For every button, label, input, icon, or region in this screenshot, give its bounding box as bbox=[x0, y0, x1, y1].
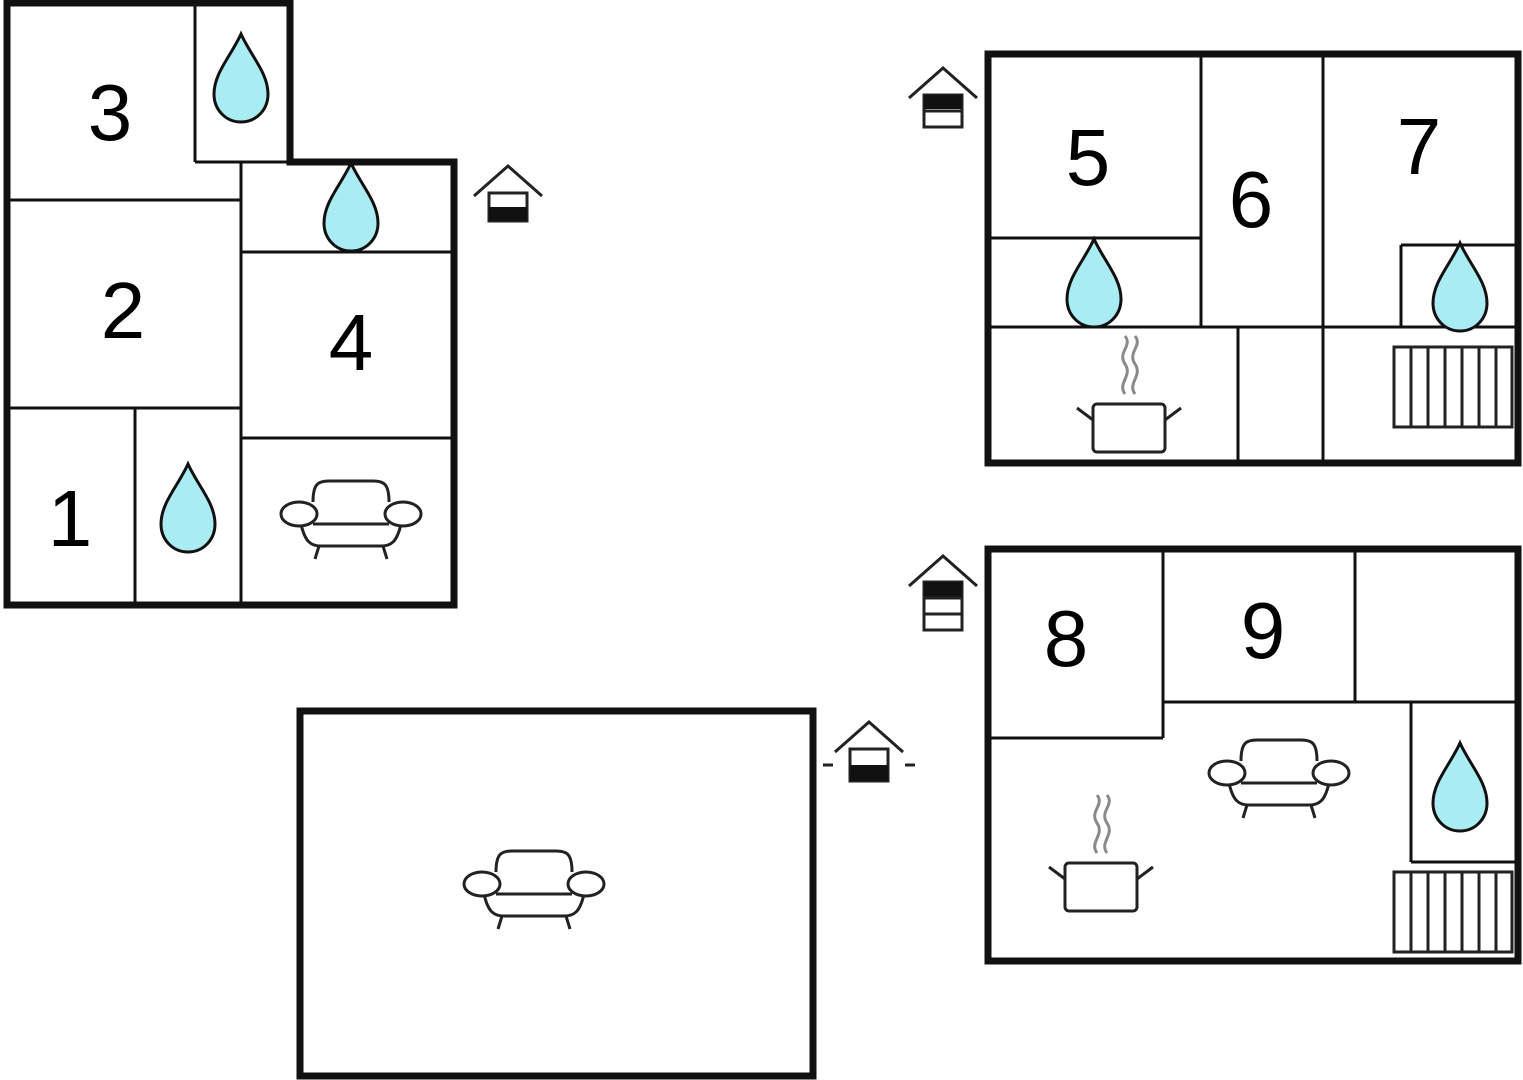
room-number-4: 4 bbox=[329, 298, 374, 387]
sofa-icon bbox=[279, 479, 423, 561]
room-number-5: 5 bbox=[1066, 113, 1111, 202]
water-drop-icon bbox=[212, 32, 270, 124]
stairs-icon bbox=[1392, 345, 1514, 429]
water-drop-icon bbox=[322, 161, 380, 253]
house-floor-level-icon bbox=[473, 163, 543, 223]
sofa-icon bbox=[1207, 738, 1351, 820]
room-number-9: 9 bbox=[1241, 586, 1286, 675]
room-number-2: 2 bbox=[101, 266, 146, 355]
water-drop-icon bbox=[1431, 741, 1489, 833]
room-number-7: 7 bbox=[1397, 102, 1442, 191]
ground-floor-plan: 3 2 4 1 bbox=[3, 0, 458, 609]
house-floor-level-icon bbox=[908, 553, 978, 632]
first-floor-plan: 5 6 7 bbox=[984, 50, 1522, 467]
cooking-pot-icon bbox=[1075, 334, 1183, 454]
water-drop-icon bbox=[1431, 241, 1489, 333]
room-number-6: 6 bbox=[1229, 155, 1274, 244]
second-floor-plan: 8 9 bbox=[984, 545, 1522, 965]
room-number-1: 1 bbox=[48, 474, 93, 563]
water-drop-icon bbox=[1065, 237, 1123, 329]
cooking-pot-icon bbox=[1047, 793, 1155, 913]
house-floor-level-icon bbox=[908, 65, 978, 129]
basement-plan bbox=[296, 707, 817, 1080]
house-floor-level-icon bbox=[823, 719, 915, 783]
stairs-icon bbox=[1392, 870, 1514, 954]
water-drop-icon bbox=[159, 462, 217, 554]
sofa-icon bbox=[462, 849, 606, 931]
room-number-8: 8 bbox=[1044, 594, 1089, 683]
room-number-3: 3 bbox=[88, 68, 133, 157]
